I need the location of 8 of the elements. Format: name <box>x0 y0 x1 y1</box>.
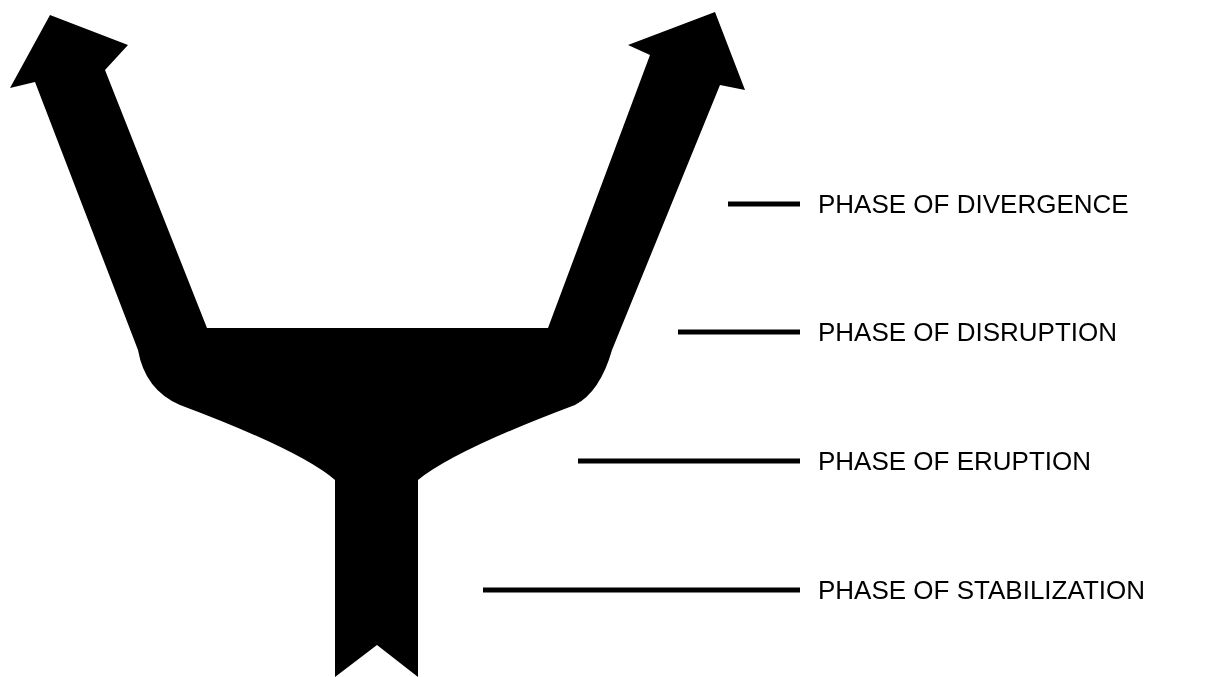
phase-label: PHASE OF DIVERGENCE <box>818 189 1129 219</box>
leader-line <box>483 587 800 593</box>
leader-line <box>728 201 800 207</box>
phase-label: PHASE OF ERUPTION <box>818 446 1092 476</box>
phase-label: PHASE OF STABILIZATION <box>818 575 1145 605</box>
phase-label: PHASE OF DISRUPTION <box>818 317 1118 347</box>
leader-line <box>678 329 800 335</box>
leader-line <box>578 458 800 464</box>
